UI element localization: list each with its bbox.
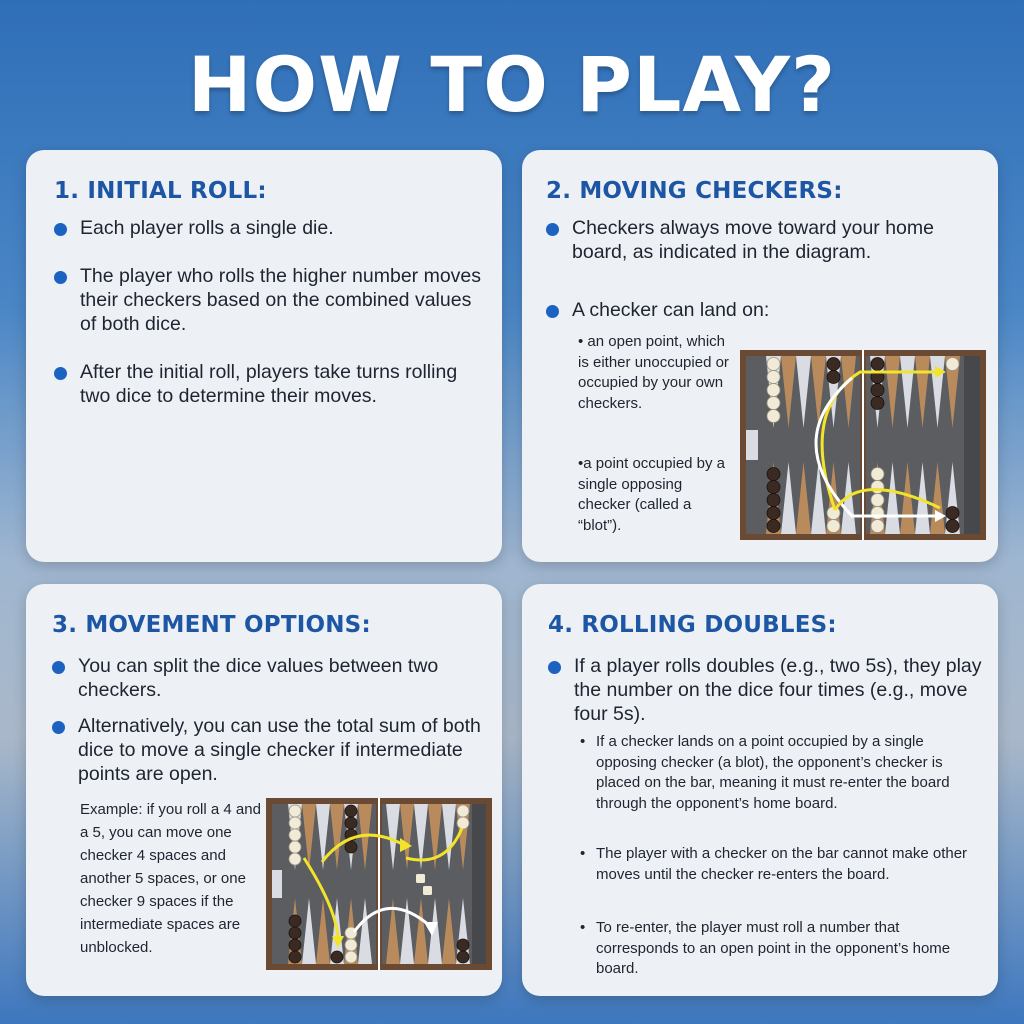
example-text: Example: if you roll a 4 and a 5, you ca…	[80, 801, 261, 956]
bullet-item: Checkers always move toward your home bo…	[546, 216, 972, 264]
section-heading: 2. MOVING CHECKERS:	[546, 178, 843, 204]
card-initial-roll: 1. INITIAL ROLL: Each player rolls a sin…	[26, 150, 502, 562]
card-movement-options: 3. MOVEMENT OPTIONS: You can split the d…	[26, 584, 502, 996]
section-heading: 1. INITIAL ROLL:	[54, 178, 267, 204]
bullet-item: A checker can land on:	[546, 298, 972, 322]
section-heading: 3. MOVEMENT OPTIONS:	[52, 612, 371, 638]
sub-item: The player with a checker on the bar can…	[580, 844, 986, 885]
bullet-item: The player who rolls the higher number m…	[54, 264, 490, 336]
sub-item: If a checker lands on a point occupied b…	[580, 732, 986, 814]
bullet-item: You can split the dice values between tw…	[52, 654, 488, 702]
sub-item: •a point occupied by a single opposing c…	[578, 455, 726, 534]
sub-item: • an open point, which is either unoccup…	[578, 333, 729, 412]
backgammon-diagram-2	[266, 798, 492, 970]
bullet-item: After the initial roll, players take tur…	[54, 360, 490, 408]
bullet-item: If a player rolls doubles (e.g., two 5s)…	[548, 654, 984, 726]
section-heading: 4. ROLLING DOUBLES:	[548, 612, 837, 638]
page-title: HOW TO PLAY?	[187, 40, 837, 129]
card-moving-checkers: 2. MOVING CHECKERS: Checkers always move…	[522, 150, 998, 562]
sub-item: To re-enter, the player must roll a numb…	[580, 918, 986, 980]
bullet-item: Each player rolls a single die.	[54, 216, 490, 240]
backgammon-diagram-1	[740, 350, 986, 540]
card-rolling-doubles: 4. ROLLING DOUBLES: If a player rolls do…	[522, 584, 998, 996]
bullet-item: Alternatively, you can use the total sum…	[52, 714, 498, 786]
